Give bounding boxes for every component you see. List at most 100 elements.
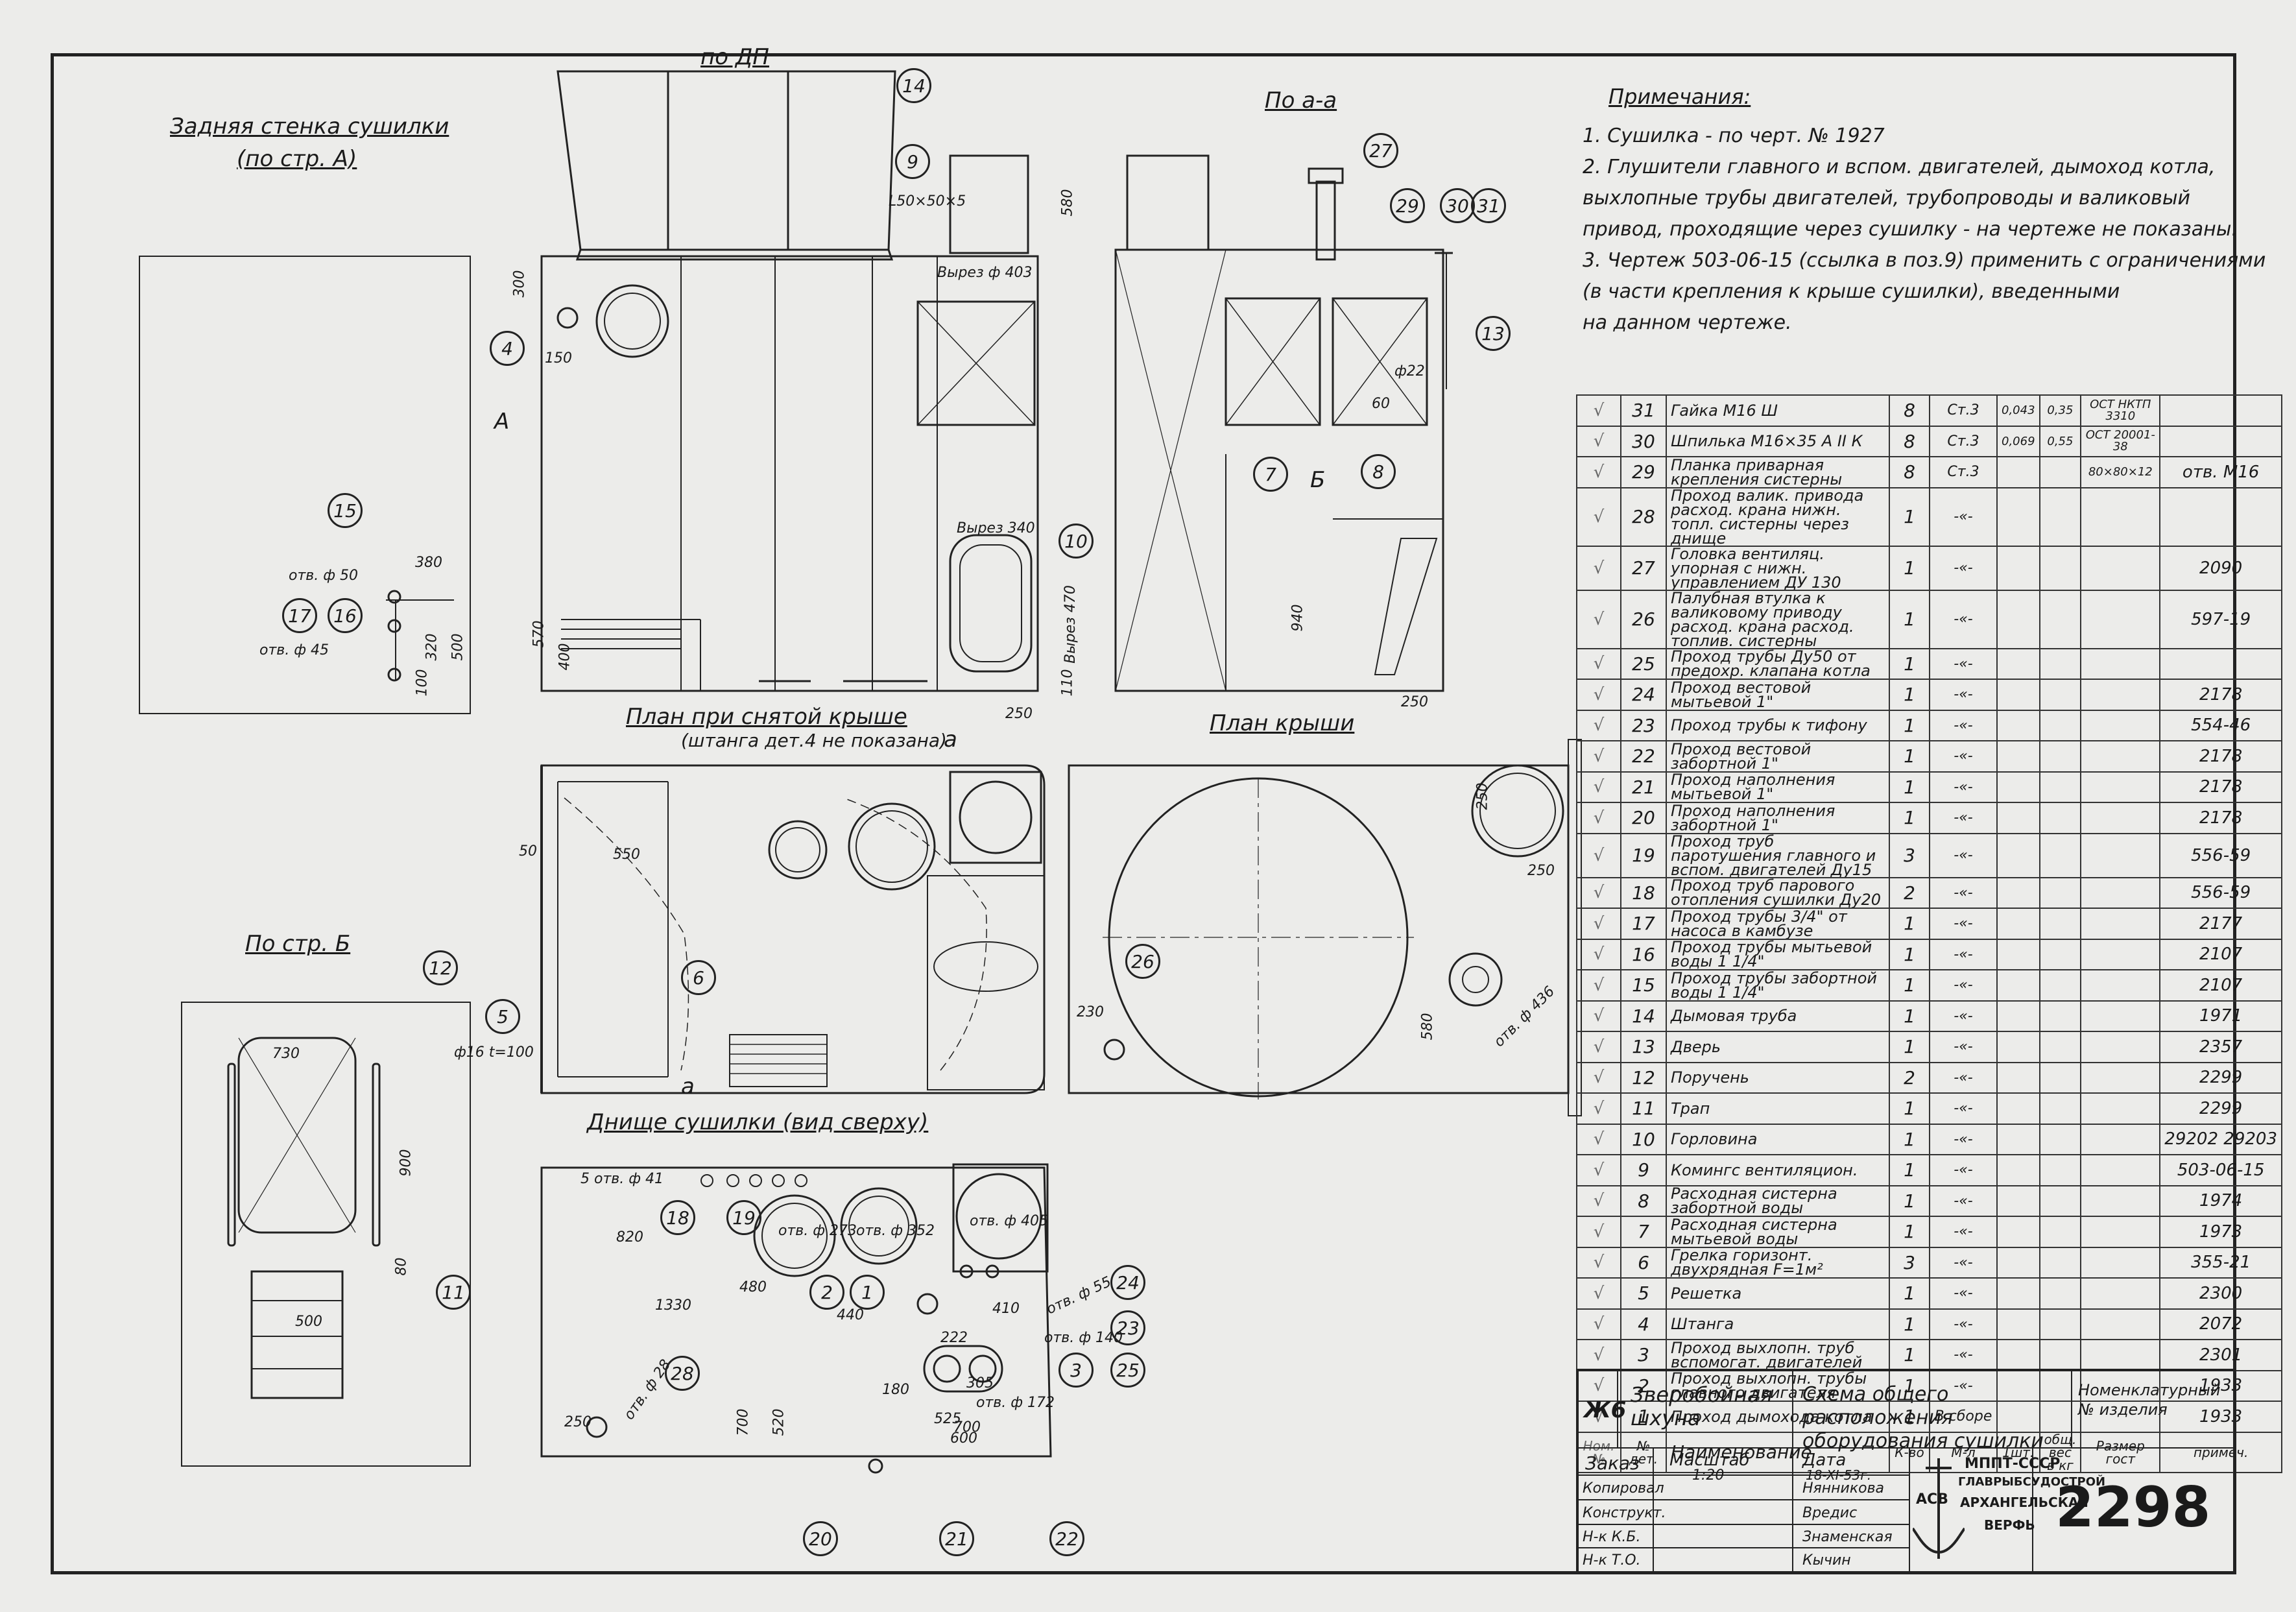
bom-cell-qty: 1	[1889, 1401, 1930, 1433]
arrow-a-label: А	[494, 409, 510, 435]
bom-cell-note: 2090	[2159, 545, 2282, 591]
bom-header-w2: общ. вес в кг	[2039, 1431, 2082, 1473]
bom-cell-w1	[1996, 969, 2040, 1002]
bom-cell-std	[2080, 1061, 2161, 1094]
plan-title: План при снятой крыше	[626, 704, 907, 730]
tb-role: Конструкт.	[1583, 1505, 1666, 1521]
bom-cell-name: Комингс вентиляцион.	[1666, 1154, 1890, 1186]
callout-13: 13	[1476, 316, 1511, 351]
callout-31: 31	[1471, 188, 1506, 223]
callout-3: 3	[1058, 1353, 1094, 1388]
bom-cell-mat: В сборе	[1929, 1401, 1998, 1433]
bom-cell-w2	[2039, 938, 2082, 970]
bom-check-icon: √	[1576, 771, 1621, 803]
bom-cell-qty: 3	[1889, 832, 1930, 878]
bom-cell-w1	[1996, 545, 2040, 591]
dim-250-aa: 250	[1401, 694, 1428, 710]
bom-cell-mat: -«-	[1929, 908, 1998, 940]
bom-cell-mat: -«-	[1929, 709, 1998, 741]
bom-cell-mat: -«-	[1929, 589, 1998, 649]
bom-cell-note: 597-19	[2159, 589, 2282, 649]
bom-cell-w2	[2039, 1123, 2082, 1155]
tb-drawing-number: 2298	[2055, 1475, 2211, 1540]
grating	[557, 781, 669, 1077]
bom-cell-name: Проход валик. привода расход. крана нижн…	[1666, 487, 1890, 547]
bom-cell-note: 2177	[2159, 908, 2282, 940]
dim-730: 730	[272, 1046, 300, 1062]
bom-cell-std	[2080, 771, 2161, 803]
section-a-top: а	[944, 727, 957, 752]
bottom-outline	[540, 1166, 1052, 1458]
bom-cell-n: 5	[1620, 1277, 1667, 1310]
callout-19: 19	[726, 1200, 761, 1235]
dim-222: 222	[940, 1330, 968, 1346]
bom-cell-n: 30	[1620, 425, 1667, 457]
bom-check-icon: √	[1576, 876, 1621, 909]
bom-cell-name: Горловина	[1666, 1123, 1890, 1155]
bom-cell-std: ОСТ НКТП 3310	[2080, 394, 2161, 427]
bottom-title: Днище сушилки (вид сверху)	[587, 1109, 929, 1135]
bom-cell-w2	[2039, 1000, 2082, 1032]
bom-cell-note: 2107	[2159, 969, 2282, 1002]
roof-outline	[1068, 764, 1570, 1094]
bom-cell-mat: -«-	[1929, 1061, 1998, 1094]
bom-cell-note: 2072	[2159, 1308, 2282, 1340]
callout-17: 17	[282, 598, 317, 633]
bom-cell-mat: -«-	[1929, 545, 1998, 591]
bom-check-icon: √	[1576, 908, 1621, 940]
notes-line: 3. Чертеж 503-06-15 (ссылка в поз.9) при…	[1583, 249, 2266, 272]
tb-date-label: Дата	[1802, 1450, 1847, 1470]
callout-29: 29	[1390, 188, 1425, 223]
bom-cell-std	[2080, 1185, 2161, 1217]
bom-cell-w1	[1996, 487, 2040, 547]
section-a-bottom: а	[681, 1074, 695, 1100]
callout-27: 27	[1363, 133, 1398, 168]
bom-cell-note: 2178	[2159, 679, 2282, 711]
bom-cell-name: Проход вестовой мытьевой 1"	[1666, 679, 1890, 711]
tb-role: Н-к К.Б.	[1583, 1529, 1641, 1545]
bom-cell-std	[2080, 1092, 2161, 1125]
cut-403: Вырез ф 403	[937, 265, 1033, 281]
bom-cell-std	[2080, 969, 2161, 1002]
bom-cell-note: 2299	[2159, 1092, 2282, 1125]
bom-cell-std	[2080, 832, 2161, 878]
callout-15: 15	[328, 493, 363, 528]
tb-name: Вредис	[1802, 1505, 1858, 1521]
tb-date: 18-XI-53г.	[1806, 1467, 1872, 1483]
dim-hole-172: отв. ф 172	[976, 1395, 1055, 1411]
bom-cell-w2	[2039, 709, 2082, 741]
bom-cell-mat: -«-	[1929, 771, 1998, 803]
bom-cell-mat: -«-	[1929, 487, 1998, 547]
dim-550: 550	[613, 847, 640, 863]
bom-cell-name: Проход выхлопн. трубы главного двигателя	[1666, 1369, 1890, 1402]
dim-525: 525	[934, 1411, 961, 1427]
callout-24: 24	[1110, 1265, 1145, 1300]
bom-cell-qty: 1	[1889, 679, 1930, 711]
bom-cell-n: 1	[1620, 1401, 1667, 1433]
bom-cell-name: Проход трубы 3/4" от насоса в камбузе	[1666, 908, 1890, 940]
bom-check-icon: √	[1576, 740, 1621, 773]
bom-check-icon: √	[1576, 456, 1621, 488]
dim-250-roof: 250	[1474, 782, 1491, 810]
bom-cell-n: 12	[1620, 1061, 1667, 1094]
bom-cell-w2	[2039, 876, 2082, 909]
tb-name: Нянникова	[1802, 1480, 1885, 1497]
dim-820: 820	[616, 1229, 643, 1245]
bom-cell-qty: 1	[1889, 771, 1930, 803]
bom-cell-name: Проход выхлопн. труб вспомогат. двигател…	[1666, 1339, 1890, 1371]
bom-cell-name: Проход трубы к тифону	[1666, 709, 1890, 741]
bom-cell-name: Дверь	[1666, 1031, 1890, 1063]
bom-check-icon: √	[1576, 969, 1621, 1002]
bom-cell-w2	[2039, 1216, 2082, 1248]
callout-1: 1	[850, 1275, 885, 1310]
bom-cell-w1	[1996, 1216, 2040, 1248]
bom-cell-n: 4	[1620, 1308, 1667, 1340]
